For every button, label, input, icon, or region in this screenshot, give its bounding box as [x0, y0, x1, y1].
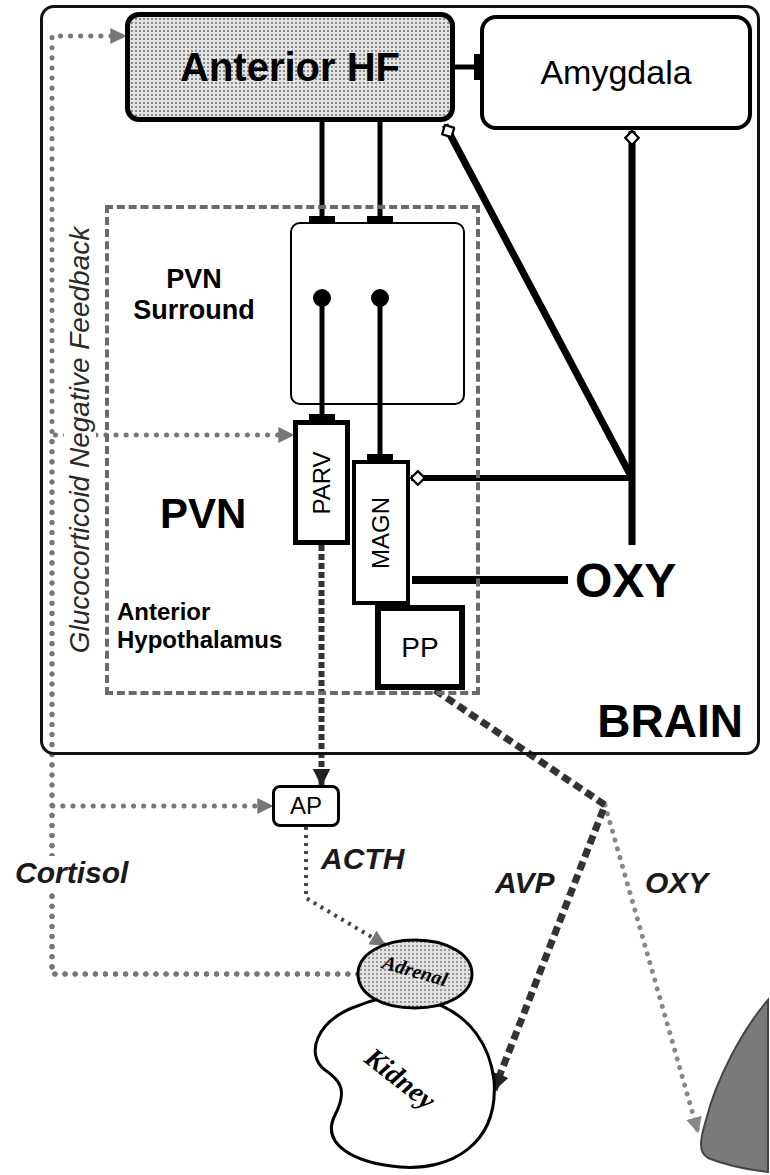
signal-label: ACTH — [318, 842, 407, 877]
node-label: MAGN — [367, 497, 395, 569]
connector — [378, 405, 383, 460]
oxy-release-line — [605, 805, 698, 1132]
process-box: Anterior HF — [125, 12, 455, 122]
process-box: Amygdala — [480, 15, 752, 130]
synapse-stem — [320, 300, 325, 405]
gland-box: AP — [272, 785, 340, 827]
brain-region: BRAIN Anterior HF AmygdalaPVN Anterior Hypo… — [40, 5, 760, 755]
diagram-label: OXY — [645, 866, 708, 901]
kidney-shape: Kidney — [300, 985, 500, 1173]
node-label: Anterior Hypothalamus — [117, 598, 307, 653]
connectors — [52, 36, 605, 1090]
nucleus-box: MAGN — [352, 460, 410, 605]
adrenal-shape-path — [358, 940, 472, 1008]
gland-box: PP — [375, 605, 465, 690]
diagram-label: OXY — [575, 553, 676, 608]
adrenal-shape: Adrenal — [355, 932, 475, 1010]
synapse-stem — [378, 300, 383, 405]
oxytocin-lines — [411, 125, 632, 580]
kidney-shape-path — [315, 997, 494, 1168]
node-label: Amygdala — [540, 53, 691, 92]
node-label: PVN — [160, 490, 246, 538]
nucleus-box: PARV — [293, 420, 350, 545]
diagram-label: Cortisol — [12, 856, 131, 891]
node-label: Anterior HF — [180, 44, 400, 90]
surround-synapses — [313, 289, 389, 405]
signal-label: AVP — [492, 866, 557, 901]
oxy-line — [445, 125, 632, 478]
oxy-line — [629, 131, 636, 545]
connector — [52, 36, 358, 974]
connector — [320, 405, 325, 420]
node-label: PARV — [308, 451, 336, 514]
node-label: PP — [401, 631, 438, 663]
synapse-dot — [371, 289, 389, 307]
diagram-label: Glucocorticoid Negative Feedback — [64, 224, 96, 656]
connector — [455, 65, 480, 70]
synapse-dot — [313, 289, 331, 307]
node-label: PVN Surround — [108, 264, 280, 326]
breast-illustration — [701, 1000, 768, 1172]
oxy-line — [411, 475, 632, 481]
oxy-line — [412, 576, 568, 584]
connector — [319, 545, 325, 785]
region-box: PVN Anterior Hypothalamus PVN SurroundPARV… — [105, 205, 480, 695]
node-label: BRAIN — [597, 695, 743, 748]
node-label: AP — [290, 792, 322, 820]
process-box: PVN Surround — [290, 222, 465, 405]
